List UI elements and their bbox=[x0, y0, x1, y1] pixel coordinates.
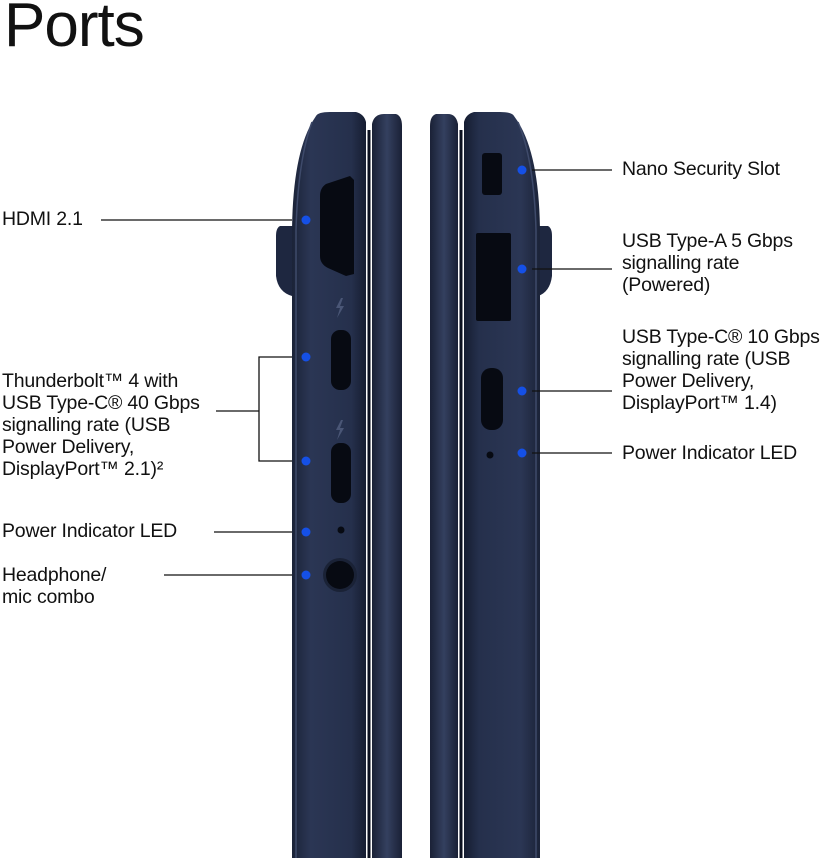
marker-usb-a bbox=[517, 264, 527, 274]
right-side-view bbox=[430, 112, 552, 858]
left-foot bbox=[276, 226, 296, 296]
right-chassis-edge-highlight bbox=[517, 121, 537, 858]
thunderbolt-port-1 bbox=[331, 330, 351, 390]
marker-nano-slot bbox=[517, 165, 527, 175]
label-usb-type-c-10gbps: USB Type-C® 10 Gbps signalling rate (USB… bbox=[622, 326, 820, 414]
thunderbolt-port-2 bbox=[331, 443, 351, 503]
nano-security-slot bbox=[482, 153, 502, 195]
marker-thunderbolt-2 bbox=[301, 456, 311, 466]
thunderbolt-icon bbox=[336, 420, 344, 440]
marker-headphone bbox=[301, 570, 311, 580]
label-usb-type-a: USB Type-A 5 Gbps signalling rate (Power… bbox=[622, 230, 793, 296]
label-line: signalling rate (USB bbox=[2, 414, 171, 436]
label-line: USB Type-C® 10 Gbps bbox=[622, 326, 820, 348]
label-line: Headphone/ bbox=[2, 564, 107, 586]
label-nano-security-slot: Nano Security Slot bbox=[622, 158, 780, 180]
thunderbolt-icon bbox=[336, 298, 344, 318]
label-line: Power Indicator LED bbox=[622, 442, 798, 464]
power-led-right bbox=[486, 451, 494, 459]
left-lid bbox=[372, 114, 402, 858]
label-line: Nano Security Slot bbox=[622, 158, 780, 180]
label-hdmi: HDMI 2.1 bbox=[2, 208, 83, 230]
label-line: Power Delivery, bbox=[2, 436, 135, 458]
label-line: Thunderbolt™ 4 with bbox=[2, 370, 179, 392]
left-chassis-edge-highlight bbox=[295, 121, 313, 858]
headphone-jack bbox=[326, 561, 354, 589]
usb-type-a-port bbox=[476, 233, 511, 321]
hdmi-port bbox=[320, 176, 354, 276]
marker-power-led-left bbox=[301, 527, 311, 537]
label-line: (Powered) bbox=[622, 274, 711, 296]
left-side-view bbox=[276, 112, 402, 858]
marker-thunderbolt-1 bbox=[301, 352, 311, 362]
label-power-led-left: Power Indicator LED bbox=[2, 520, 177, 542]
label-line: signalling rate bbox=[622, 252, 740, 274]
label-line: mic combo bbox=[2, 586, 95, 608]
label-line: DisplayPort™ 1.4) bbox=[622, 392, 777, 414]
label-line: signalling rate (USB bbox=[622, 348, 791, 370]
right-lid bbox=[430, 114, 458, 858]
left-chassis-body bbox=[292, 112, 366, 858]
power-led-left bbox=[337, 526, 345, 534]
marker-usb-c bbox=[517, 386, 527, 396]
label-line: HDMI 2.1 bbox=[2, 208, 83, 230]
callout-bracket-thunderbolt bbox=[258, 356, 292, 462]
marker-hdmi bbox=[301, 215, 311, 225]
label-line: Power Indicator LED bbox=[2, 520, 178, 542]
label-power-led-right: Power Indicator LED bbox=[622, 442, 797, 464]
right-chassis-body bbox=[464, 112, 540, 858]
marker-power-led-right bbox=[517, 448, 527, 458]
label-line: DisplayPort™ 2.1)² bbox=[2, 458, 164, 480]
label-headphone: Headphone/ mic combo bbox=[2, 564, 106, 608]
callout-markers bbox=[301, 165, 527, 580]
label-thunderbolt: Thunderbolt™ 4 with USB Type-C® 40 Gbps … bbox=[2, 370, 200, 480]
label-line: USB Type-C® 40 Gbps bbox=[2, 392, 200, 414]
label-line: USB Type-A 5 Gbps bbox=[622, 230, 793, 252]
callout-lines bbox=[101, 169, 612, 576]
page-title: Ports bbox=[4, 0, 145, 60]
usb-type-c-port bbox=[481, 368, 503, 430]
label-line: Power Delivery, bbox=[622, 370, 755, 392]
